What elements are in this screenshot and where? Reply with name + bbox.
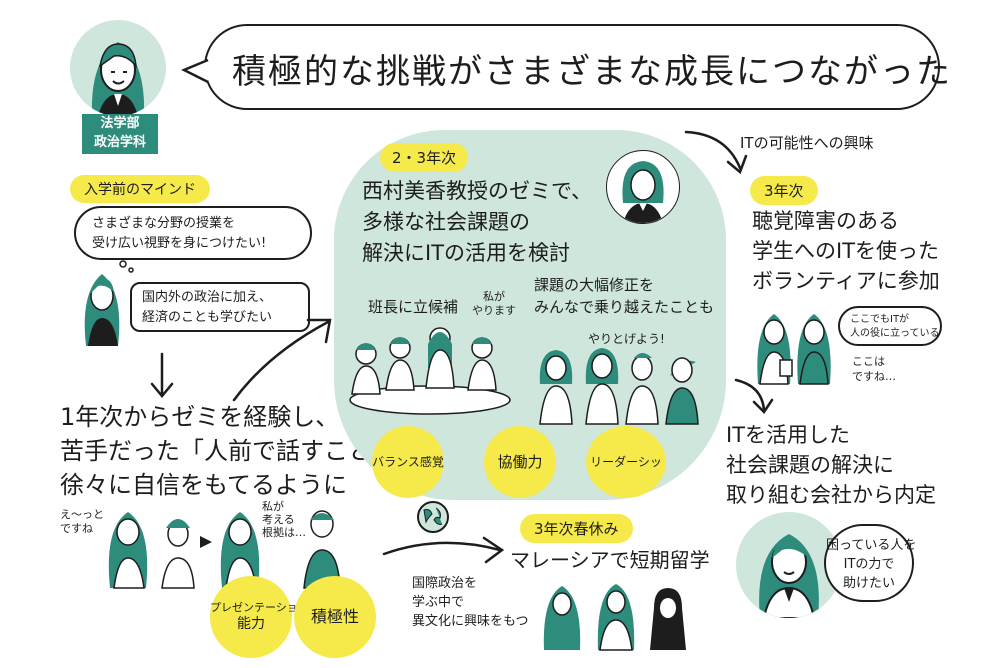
volunteer-speech-1-line-2: 人の役に立っている	[850, 328, 940, 339]
volunteer-speech-1: ここでもITが 人の役に立っている	[838, 306, 942, 346]
volunteer-speech-2-line-1: ここは	[852, 355, 885, 368]
skill-presentation: プレゼンテーション 能力	[210, 576, 309, 658]
skill-positivity: 積極性	[294, 576, 376, 658]
third-year-text: 聴覚障害のある 学生へのITを使った ボランティアに参加	[752, 206, 940, 296]
job-bubble-line-3: 助けたい	[842, 576, 895, 591]
left-speech-line-2: やります	[472, 304, 516, 317]
student-before-figure	[84, 274, 120, 346]
study-abroad-scene	[543, 584, 686, 651]
professor-avatar	[606, 150, 680, 224]
job-line-2: 社会課題の解決に	[726, 453, 894, 477]
skill-balance-label: バランス感覚	[372, 455, 444, 469]
volunteer-speech-1-line-1: ここでもITが	[850, 314, 910, 325]
skill-presentation-line-2: 能力	[237, 616, 265, 632]
headline-bubble-tail	[180, 58, 209, 84]
globe-note-line-2: 学ぶ中で	[412, 595, 465, 610]
before-thought-bubble: さまざまな分野の授業を 受け広い視野を身につけたい!	[74, 206, 312, 260]
mid-years-title-line-3: 解決にITの活用を検討	[362, 241, 571, 265]
job-avatar	[736, 512, 842, 618]
team-meeting-scene	[349, 327, 511, 415]
right-speech: やりとげよう!	[588, 332, 665, 346]
globe-note-line-1: 国際政治を	[412, 576, 478, 591]
job-bubble-line-2: ITの力で	[843, 557, 895, 572]
before-note-line-1: 国内外の政治に加え、	[142, 290, 273, 305]
profile-avatar	[70, 20, 166, 116]
profile-tag: 法学部 政治学科	[82, 114, 158, 154]
third-year-line-2: 学生へのITを使った	[752, 239, 940, 263]
first-year-scene	[108, 510, 341, 589]
globe-note: 国際政治を 学ぶ中で 異文化に興味をもつ	[412, 574, 528, 631]
speech-left-line-2: ですね	[60, 522, 93, 535]
mid-years-tag: 2・3年次	[380, 143, 469, 172]
mid-years-title-line-2: 多様な社会課題の	[362, 210, 530, 234]
before-bubble-line-2: 受け広い視野を身につけたい!	[92, 236, 267, 251]
job-text: ITを活用した 社会課題の解決に 取り組む会社から内定	[726, 420, 936, 510]
headline-text: 積極的な挑戦がさまざまな成長につながった	[232, 52, 952, 92]
volunteer-speech-2-line-2: ですね…	[852, 370, 896, 383]
speech-right: 私が 考える 根拠は…	[262, 500, 306, 539]
job-line-1: ITを活用した	[726, 423, 851, 447]
mid-years-title: 西村美香教授のゼミで、 多様な社会課題の 解決にITの活用を検討	[362, 176, 592, 269]
team-cheer-scene	[539, 348, 699, 425]
thought-dots	[119, 260, 134, 273]
skill-cooperation-label: 協働力	[497, 453, 543, 471]
volunteer-speech-2: ここは ですね…	[852, 354, 896, 384]
speech-left-line-1: え〜っと	[60, 508, 104, 521]
down-arrow-icon	[150, 352, 174, 398]
down-curve-arrow-icon	[734, 378, 774, 414]
before-note-line-2: 経済のことも学びたい	[142, 310, 273, 325]
before-note: 国内外の政治に加え、 経済のことも学びたい	[130, 282, 310, 332]
globe-note-line-3: 異文化に興味をもつ	[412, 614, 529, 629]
up-right-arrow-icon	[232, 318, 332, 402]
skill-leadership: リーダーシップ	[586, 426, 666, 541]
skill-cooperation: 協働力	[484, 426, 556, 498]
job-line-3: 取り組む会社から内定	[726, 483, 936, 507]
third-year-line-3: ボランティアに参加	[752, 269, 940, 293]
mid-years-title-line-1: 西村美香教授のゼミで、	[362, 179, 593, 203]
skill-presentation-line-1: プレゼンテーション	[210, 601, 309, 614]
speech-right-line-2: 考える	[262, 513, 295, 526]
job-bubble-line-1: 困っている人を	[826, 538, 917, 553]
profile-line-2: 政治学科	[93, 135, 146, 150]
before-tag: 入学前のマインド	[70, 175, 210, 203]
speech-right-line-1: 私が	[262, 500, 284, 513]
third-year-line-1: 聴覚障害のある	[752, 209, 899, 233]
profile-line-1: 法学部	[100, 116, 140, 131]
right-caption-line-1: 課題の大幅修正を	[534, 276, 655, 294]
before-bubble-line-1: さまざまな分野の授業を	[92, 216, 236, 231]
job-bubble: 困っている人を ITの力で 助けたい	[824, 524, 917, 602]
third-year-tag: 3年次	[750, 176, 818, 205]
first-year-line-1: 1年次からゼミを経験し、	[60, 403, 340, 431]
volunteer-scene	[757, 314, 831, 385]
skill-positivity-label: 積極性	[310, 607, 359, 626]
right-caption: 課題の大幅修正を みんなで乗り越えたことも	[534, 274, 714, 318]
skill-balance: バランス感覚	[372, 426, 444, 498]
long-arrow-icon	[382, 536, 505, 564]
speech-left: え〜っと ですね	[60, 508, 104, 536]
first-year-line-3: 徐々に自信をもてるように	[60, 471, 348, 499]
spring-title: マレーシアで短期留学	[510, 548, 710, 572]
globe-icon	[416, 500, 450, 534]
spring-tag: 3年次春休み	[520, 514, 633, 543]
speech-right-line-3: 根拠は…	[262, 526, 306, 539]
curve-arrow-icon	[684, 130, 748, 175]
it-interest-label: ITの可能性への興味	[740, 134, 874, 152]
left-speech: 私が やります	[472, 290, 516, 318]
left-speech-line-1: 私が	[483, 290, 505, 303]
left-caption: 班長に立候補	[368, 298, 459, 316]
right-caption-line-2: みんなで乗り越えたことも	[534, 298, 715, 316]
headline-bubble: 積極的な挑戦がさまざまな成長につながった	[204, 24, 950, 110]
